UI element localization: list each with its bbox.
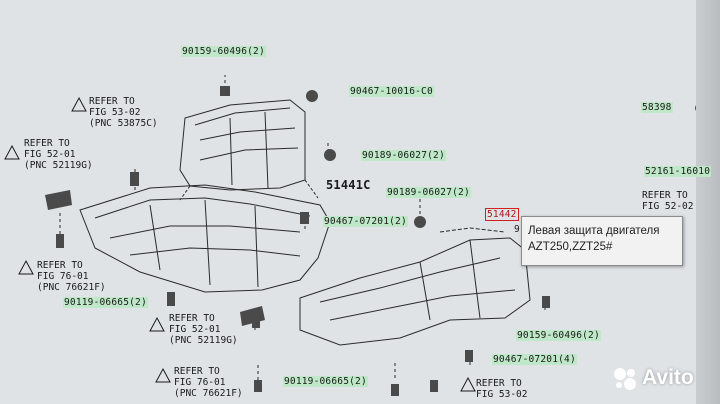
refer-note-fig-52-01-a[interactable]: REFER TO FIG 52-01 (PNC 52119G) [24,138,93,171]
part-label-90119-06665-a[interactable]: 90119-06665(2) [63,297,148,308]
tooltip-models: AZT250,ZZT25# [528,241,613,253]
refer-note-fig-52-01-b[interactable]: REFER TO FIG 52-01 (PNC 52119G) [169,313,238,346]
refer-note-fig-76-01-a[interactable]: REFER TO FIG 76-01 (PNC 76621F) [37,260,106,293]
refer-note-fig-53-02-b[interactable]: REFER TO FIG 53-02 [476,378,528,400]
refer-note-fig-76-01-b[interactable]: REFER TO FIG 76-01 (PNC 76621F) [174,366,243,399]
part-label-90189-06027-b[interactable]: 90189-06027(2) [386,187,471,198]
part-label-90159-60496-b[interactable]: 90159-60496(2) [516,330,601,341]
tooltip-description: Левая защита двигателя [528,225,660,237]
right-scroll-edge [696,0,720,404]
part-label-51442-selected[interactable]: 51442 [485,208,519,221]
part-label-90189-06027-a[interactable]: 90189-06027(2) [361,150,446,161]
refer-note-fig-53-02[interactable]: REFER TO FIG 53-02 (PNC 53875C) [89,96,158,129]
part-label-52161-16010[interactable]: 52161-16010 [644,166,712,177]
part-label-90467-10016[interactable]: 90467-10016-C0 [349,86,434,97]
part-label-90467-07201-a[interactable]: 90467-07201(2) [323,216,408,227]
part-label-90119-06665-b[interactable]: 90119-06665(2) [283,376,368,387]
refer-note-fig-52-02[interactable]: REFER TO FIG 52-02 [642,190,694,212]
part-label-90159-60496[interactable]: 90159-60496(2) [181,46,266,57]
front-shield-outline [79,184,331,293]
avito-watermark: Avito [612,364,694,392]
part-label-51441c[interactable]: 51441C [326,178,371,192]
avito-wordmark: Avito [642,366,694,389]
upper-cover-outline [179,99,306,191]
part-label-90467-07201-b[interactable]: 90467-07201(4) [492,354,577,365]
part-tooltip: Левая защита двигателя AZT250,ZZT25# [521,216,683,266]
avito-logo-icon [614,368,636,390]
part-label-58398[interactable]: 58398 [641,102,673,113]
part-label-partial: 9 [514,224,520,235]
